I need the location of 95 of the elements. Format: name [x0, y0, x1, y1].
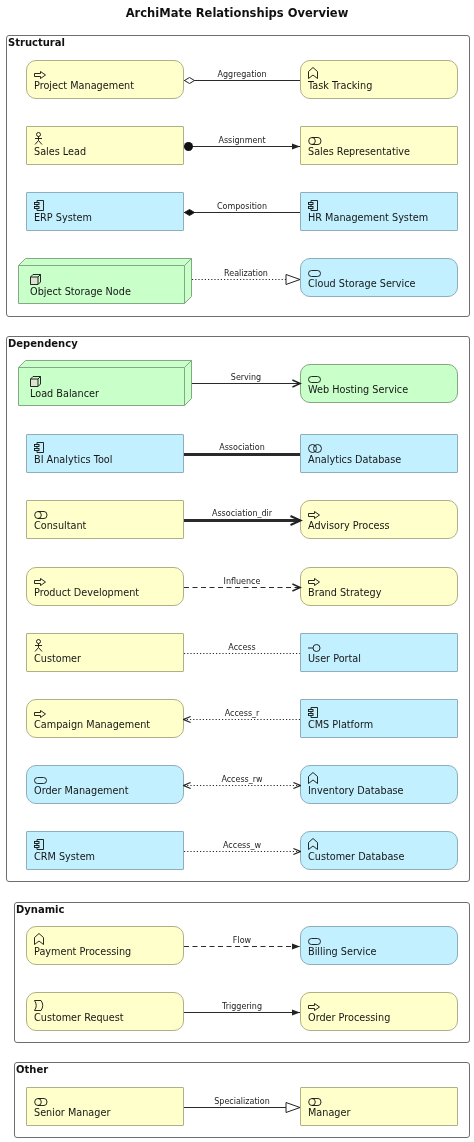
- arrow: [191, 379, 302, 388]
- node-label: Project Management: [34, 79, 135, 92]
- element-box: [300, 434, 458, 473]
- element-box: [26, 699, 184, 738]
- element-box: [300, 1087, 458, 1126]
- element-box: [300, 633, 458, 672]
- node-label: BI Analytics Tool: [34, 453, 113, 466]
- node-label: Brand Strategy: [308, 586, 382, 599]
- element-box: [300, 699, 458, 738]
- node-label: Manager: [308, 1106, 351, 1119]
- node-label: Task Tracking: [308, 79, 373, 92]
- element-box: [26, 765, 184, 804]
- group-frame: [6, 35, 470, 317]
- node-label: ERP System: [34, 211, 92, 224]
- element-box: [300, 192, 458, 231]
- element-box: [26, 831, 184, 870]
- arrow: [183, 583, 302, 592]
- group-title: Dynamic: [16, 904, 65, 916]
- edge-label: Access_r: [223, 708, 261, 718]
- edge-label: Access_rw: [220, 774, 264, 784]
- edge-label: Aggregation: [216, 69, 268, 79]
- edge-label: Influence: [222, 576, 262, 586]
- group-title: Other: [16, 1064, 49, 1076]
- node-label: Inventory Database: [308, 784, 404, 797]
- element-box: [300, 765, 458, 804]
- element-box: [300, 258, 458, 297]
- group-frame: [6, 336, 470, 882]
- node-label: Customer Database: [308, 850, 405, 863]
- arrow: [183, 1102, 301, 1113]
- edge-label: Access: [227, 642, 257, 652]
- edge-label: Access_w: [222, 840, 262, 850]
- node-label: Billing Service: [308, 945, 377, 958]
- node-label: Campaign Management: [34, 718, 151, 731]
- node-label: Object Storage Node: [30, 285, 131, 298]
- edge-label: Assignment: [217, 135, 267, 145]
- node-label: Sales Lead: [34, 145, 87, 158]
- node-label: Senior Manager: [34, 1106, 111, 1119]
- node-label: User Portal: [308, 652, 361, 665]
- element-box: [26, 926, 184, 965]
- node-label: Customer Request: [34, 1011, 124, 1024]
- element-box: [300, 60, 458, 99]
- edge-label: Flow: [231, 935, 253, 945]
- arrow: [183, 781, 301, 790]
- element-box: [26, 500, 184, 539]
- edge-label: Serving: [229, 372, 263, 382]
- arrow: [183, 142, 301, 151]
- node-label: Sales Representative: [308, 145, 411, 158]
- edge-label: Association_dir: [210, 508, 274, 518]
- element-box: [300, 831, 458, 870]
- element-box: [300, 364, 458, 403]
- arrow: [183, 847, 301, 856]
- node-label: Product Development: [34, 586, 140, 599]
- diagram-title: ArchiMate Relationships Overview: [125, 6, 349, 20]
- group-frame: [14, 1062, 470, 1138]
- group-title: Dependency: [8, 338, 78, 350]
- edge-label: Association: [218, 442, 266, 452]
- edge-label: Realization: [223, 268, 269, 278]
- node-label: Analytics Database: [308, 453, 402, 466]
- node-label: Customer: [34, 652, 82, 665]
- node-label: Order Management: [34, 784, 129, 797]
- element-box: [300, 500, 458, 539]
- node-label: CRM System: [34, 850, 96, 863]
- edge-label: Specialization: [213, 1096, 271, 1106]
- element-box: [300, 567, 458, 606]
- arrow: [191, 274, 301, 285]
- group-title: Structural: [8, 37, 65, 49]
- node-label: Payment Processing: [34, 945, 132, 958]
- element-box: [26, 192, 184, 231]
- connector-line: [183, 653, 301, 654]
- element-box: [26, 992, 184, 1031]
- connector-line: [184, 453, 300, 456]
- node-label: Advisory Process: [308, 519, 390, 532]
- node-label: CMS Platform: [308, 718, 374, 731]
- node-label: Consultant: [34, 519, 87, 532]
- arrow: [183, 1009, 301, 1016]
- node-label: HR Management System: [308, 211, 429, 224]
- element-box: [300, 992, 458, 1031]
- element-box: [26, 126, 184, 165]
- edge-label: Composition: [216, 201, 268, 211]
- node-label: Web Hosting Service: [308, 383, 409, 396]
- arrow: [184, 515, 302, 526]
- element-box: [300, 126, 458, 165]
- element-box: [26, 633, 184, 672]
- node-label: Cloud Storage Service: [308, 277, 416, 290]
- arrow: [183, 943, 301, 950]
- node-label: Load Balancer: [30, 387, 99, 400]
- node-label: Order Processing: [308, 1011, 391, 1024]
- edge-label: Triggering: [221, 1001, 263, 1011]
- group-frame: [14, 902, 470, 1043]
- element-box: [300, 926, 458, 965]
- element-box: [26, 567, 184, 606]
- element-box: [26, 60, 184, 99]
- arrow: [183, 715, 301, 724]
- element-box: [26, 1087, 184, 1126]
- element-box: [26, 434, 184, 473]
